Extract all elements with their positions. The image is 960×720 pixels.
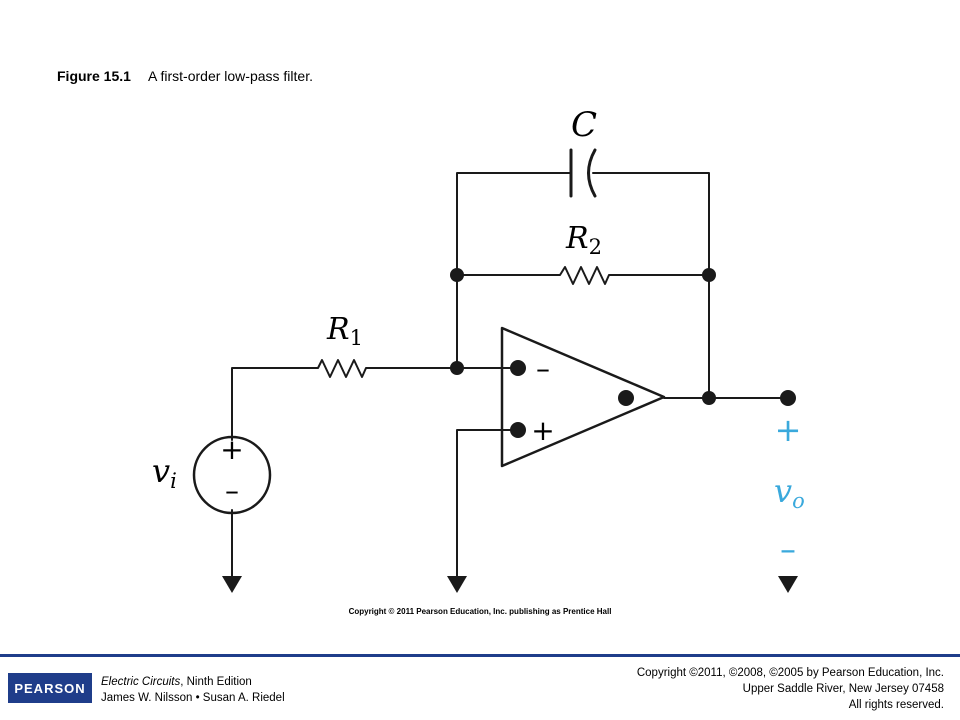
node-output [702, 391, 716, 405]
vo-label: vo [774, 472, 805, 513]
node-right-top [702, 268, 716, 282]
op-amp-triangle [500, 326, 666, 468]
ground-symbol-source [222, 576, 242, 593]
book-authors: James W. Nilsson • Susan A. Riedel [101, 692, 285, 704]
r1-label: R1 [326, 312, 363, 350]
rights-line: All rights reserved. [848, 699, 944, 711]
pearson-logo: PEARSON [8, 673, 92, 703]
ground-symbol-output [778, 576, 798, 593]
source-minus-sign: – [225, 474, 239, 507]
book-info: Electric Circuits, Ninth Edition James W… [101, 674, 285, 706]
source-plus-sign: + [220, 433, 243, 466]
output-plus-sign: + [775, 411, 802, 449]
capacitor-curved-plate [587, 148, 597, 198]
output-minus-sign: – [780, 530, 796, 568]
node-left-top [450, 268, 464, 282]
footer-divider [0, 654, 960, 657]
noninverting-input-sign: + [531, 414, 554, 447]
op-amp-output-terminal [618, 390, 634, 406]
figure-caption: Figure 15.1 A first-order low-pass filte… [57, 68, 313, 84]
low-pass-filter-circuit: C R2 R1 vi + – – + + vo – Copyright © 20… [152, 105, 805, 616]
r1-resistor [231, 359, 519, 441]
r2-resistor [456, 266, 710, 285]
figure-number: Figure 15.1 [57, 68, 131, 84]
capacitor-label: C [571, 105, 597, 145]
voltage-source [192, 435, 272, 515]
ground-symbol-opamp [447, 576, 467, 593]
noninverting-input-terminal [510, 422, 526, 438]
node-inverting [450, 361, 464, 375]
r2-label: R2 [565, 221, 602, 259]
capacitor-wire-left [456, 172, 572, 276]
book-title-line: Electric Circuits, Ninth Edition [101, 674, 285, 690]
copyright-line: Copyright ©2011, ©2008, ©2005 by Pearson… [636, 667, 944, 679]
figure-title: A first-order low-pass filter. [148, 68, 313, 84]
publisher-rights: Copyright ©2011, ©2008, ©2005 by Pearson… [637, 665, 944, 713]
capacitor-wire-right [592, 172, 710, 276]
address-line: Upper Saddle River, New Jersey 07458 [742, 683, 944, 695]
noninv-ground-wire [456, 429, 519, 579]
output-terminal [780, 390, 796, 406]
book-edition: , Ninth Edition [180, 676, 252, 688]
inverting-input-terminal [510, 360, 526, 376]
inverting-input-sign: – [536, 352, 550, 385]
vi-label: vi [152, 452, 177, 493]
figure-copyright: Copyright © 2011 Pearson Education, Inc.… [349, 607, 612, 616]
book-title: Electric Circuits [101, 676, 181, 688]
